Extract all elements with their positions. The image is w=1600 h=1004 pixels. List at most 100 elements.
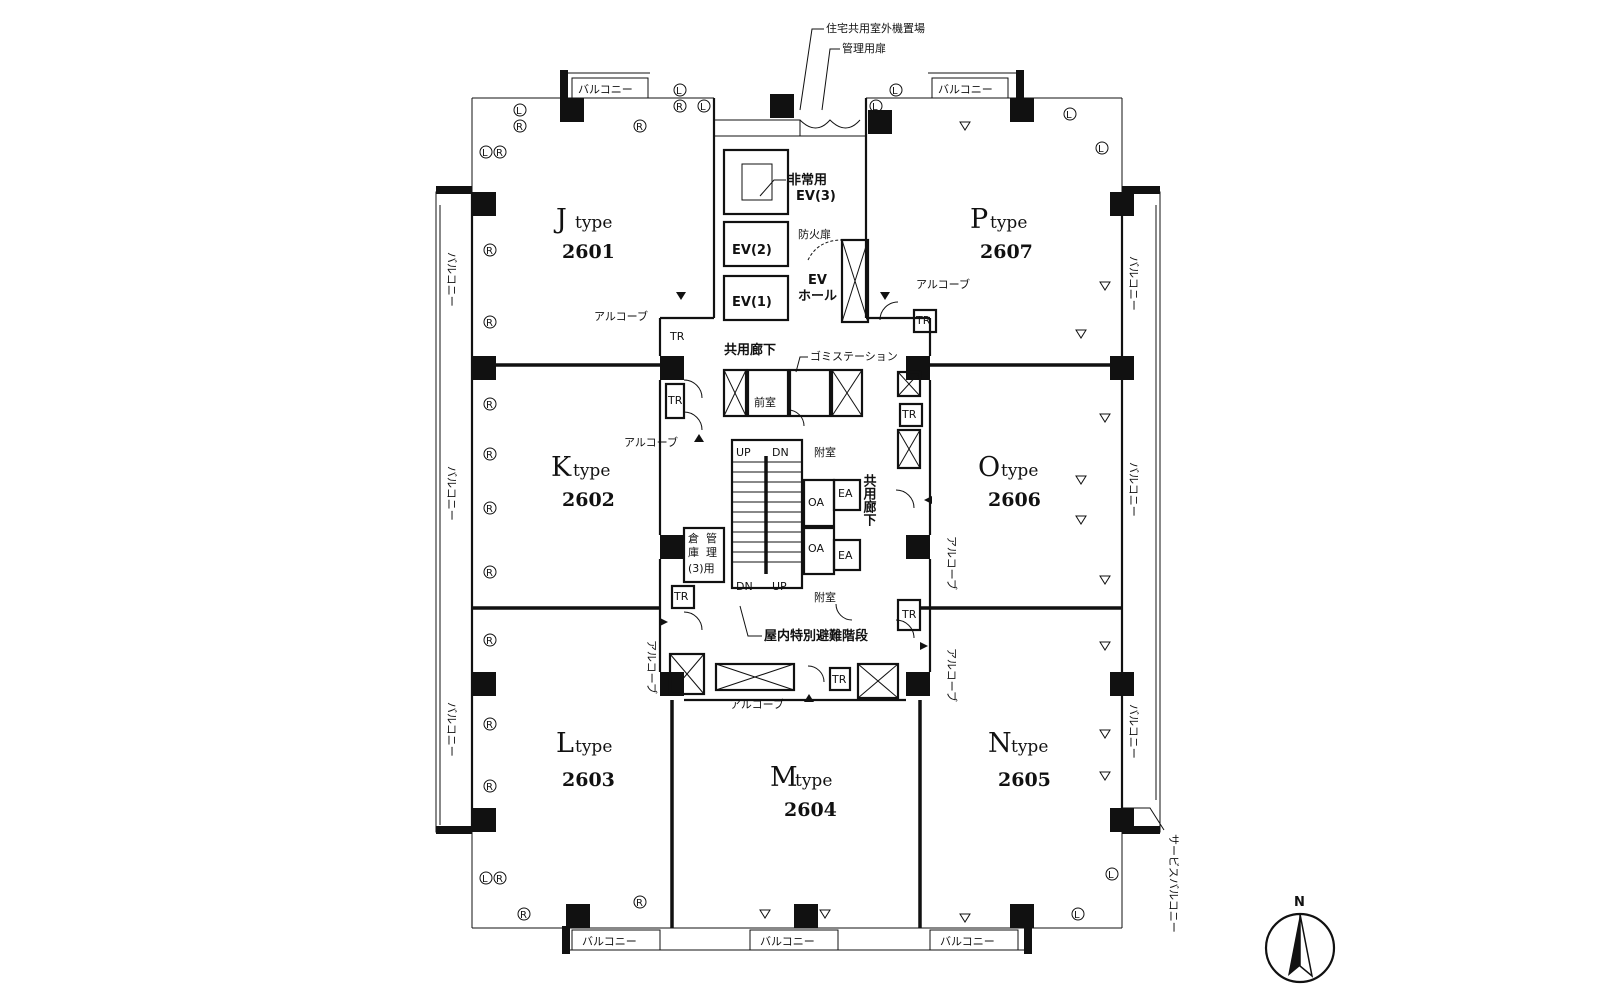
sym-R: R bbox=[496, 874, 503, 885]
alcove-label-2: アルコーブ bbox=[624, 435, 678, 449]
core-labels: 住宅共用室外機置場 管理用扉 非常用 EV(3) EV(2) EV(1) 防火扉… bbox=[594, 21, 970, 711]
alcove-label-6: アルコーブ bbox=[645, 640, 659, 694]
alcove-label-1: アルコーブ bbox=[594, 309, 648, 323]
tr-label-7: TR bbox=[831, 673, 847, 686]
sym-R: R bbox=[516, 122, 523, 133]
stair-up-label-top: UP bbox=[736, 446, 751, 459]
unit-type-letter: P bbox=[970, 204, 988, 235]
unit-type-suffix: type bbox=[573, 461, 610, 481]
unit-type-suffix: type bbox=[575, 213, 612, 233]
unit-L: L type 2603 bbox=[556, 728, 615, 791]
balcony-label-right-1: バルコニー bbox=[1127, 256, 1140, 311]
balcony-label-right-3: バルコニー bbox=[1127, 704, 1140, 759]
ea-label-2: EA bbox=[838, 549, 853, 562]
balcony-label-bottom-left: バルコニー bbox=[582, 935, 637, 948]
corridor-label: 共用廊下 bbox=[724, 342, 776, 358]
stair-dn-label-top: DN bbox=[772, 446, 789, 459]
unit-type-letter: O bbox=[978, 452, 1000, 483]
alcove-label-4: アルコーブ bbox=[730, 697, 784, 711]
storage-label-1: 倉 bbox=[688, 531, 699, 545]
ev-hall-label-1: EV bbox=[808, 273, 827, 288]
management-label-3: (3)用 bbox=[688, 562, 715, 575]
sym-R: R bbox=[486, 720, 493, 731]
balcony-label-top-right: バルコニー bbox=[938, 83, 993, 96]
unit-number: 2602 bbox=[562, 489, 615, 511]
oa-label-2: OA bbox=[808, 542, 824, 555]
storage-label-2: 庫 bbox=[688, 545, 699, 559]
management-label-1: 管 bbox=[706, 531, 717, 545]
alcove-label-5: アルコーブ bbox=[945, 536, 959, 590]
ev1-label: EV(1) bbox=[732, 295, 772, 310]
outdoor-unit-area-label: 住宅共用室外機置場 bbox=[826, 21, 925, 35]
tr-label-1: TR bbox=[669, 330, 685, 343]
unit-number: 2601 bbox=[562, 241, 615, 263]
ev3-label: EV(3) bbox=[796, 189, 836, 204]
unit-N: N type 2605 bbox=[988, 728, 1051, 791]
sym-L: L bbox=[700, 102, 706, 113]
unit-number: 2607 bbox=[980, 241, 1033, 263]
sym-R: R bbox=[486, 504, 493, 515]
sym-R: R bbox=[486, 782, 493, 793]
emergency-ev-label: 非常用 bbox=[788, 172, 827, 188]
unit-type-suffix: type bbox=[575, 737, 612, 757]
management-closet-label: 管理用扉 bbox=[842, 41, 886, 55]
sym-R: R bbox=[676, 102, 683, 113]
service-balcony-label: サービスバルコニー bbox=[1167, 834, 1180, 933]
balcony-label-top-left: バルコニー bbox=[578, 83, 633, 96]
unit-type-letter: L bbox=[556, 728, 574, 759]
unit-type-suffix: type bbox=[795, 771, 832, 791]
sym-L: L bbox=[482, 874, 488, 885]
sym-R: R bbox=[486, 246, 493, 257]
unit-number: 2603 bbox=[562, 769, 615, 791]
ev-hall-label-2: ホール bbox=[798, 289, 837, 304]
sym-R: R bbox=[486, 636, 493, 647]
tr-label-4: TR bbox=[915, 314, 931, 327]
sym-R: R bbox=[636, 122, 643, 133]
fire-door-label: 防火扉 bbox=[798, 227, 831, 241]
unit-M: M type 2604 bbox=[770, 762, 837, 821]
sym-L: L bbox=[482, 148, 488, 159]
stair-dn-label-bottom: DN bbox=[736, 580, 753, 593]
unit-type-letter: J bbox=[553, 204, 567, 235]
balcony-label-left-2: バルコニー bbox=[445, 466, 458, 521]
unit-J: J type 2601 bbox=[553, 204, 615, 263]
sym-L: L bbox=[892, 86, 898, 97]
balcony-label-bottom-mid: バルコニー bbox=[760, 935, 815, 948]
unit-walls bbox=[472, 98, 1122, 928]
unit-type-letter: K bbox=[551, 452, 572, 483]
balcony-labels: バルコニー バルコニー バルコニー バルコニー バルコニー バルコニー バルコニ… bbox=[445, 77, 1180, 951]
sym-R: R bbox=[520, 910, 527, 921]
sym-L: L bbox=[516, 106, 522, 117]
balcony-label-right-2: バルコニー bbox=[1127, 462, 1140, 517]
sym-R: R bbox=[486, 400, 493, 411]
sym-L: L bbox=[1066, 110, 1072, 121]
corridor-vertical-label: 共用廊下 bbox=[861, 473, 878, 527]
unit-type-suffix: type bbox=[1011, 737, 1048, 757]
stair-treads bbox=[732, 461, 802, 563]
tr-label-6: TR bbox=[901, 608, 917, 621]
sym-R: R bbox=[496, 148, 503, 159]
balcony-label-left-3: バルコニー bbox=[445, 702, 458, 757]
annex-label-top: 附室 bbox=[814, 445, 836, 459]
sym-L: L bbox=[872, 102, 878, 113]
tr-label-5: TR bbox=[673, 590, 689, 603]
sym-L: L bbox=[1074, 910, 1080, 921]
unit-type-letter: N bbox=[988, 728, 1012, 759]
terminal-symbols bbox=[759, 121, 1111, 923]
unit-type-letter: M bbox=[770, 762, 798, 793]
unit-K: K type 2602 bbox=[551, 452, 615, 511]
management-label-2: 理 bbox=[706, 546, 717, 559]
annex-label-bottom: 附室 bbox=[814, 590, 836, 604]
sym-L: L bbox=[1108, 870, 1114, 881]
unit-number: 2606 bbox=[988, 489, 1041, 511]
outlet-symbols: L R L R L R L R L L L L R R R R R R R R … bbox=[479, 83, 1119, 921]
unit-type-suffix: type bbox=[1001, 461, 1038, 481]
columns bbox=[436, 70, 1160, 954]
stairs-label: 屋内特別避難階段 bbox=[764, 628, 868, 644]
front-room-label: 前室 bbox=[754, 395, 776, 409]
balcony-label-left-1: バルコニー bbox=[445, 252, 458, 307]
ea-label-1: EA bbox=[838, 487, 853, 500]
tr-label-2: TR bbox=[667, 394, 683, 407]
